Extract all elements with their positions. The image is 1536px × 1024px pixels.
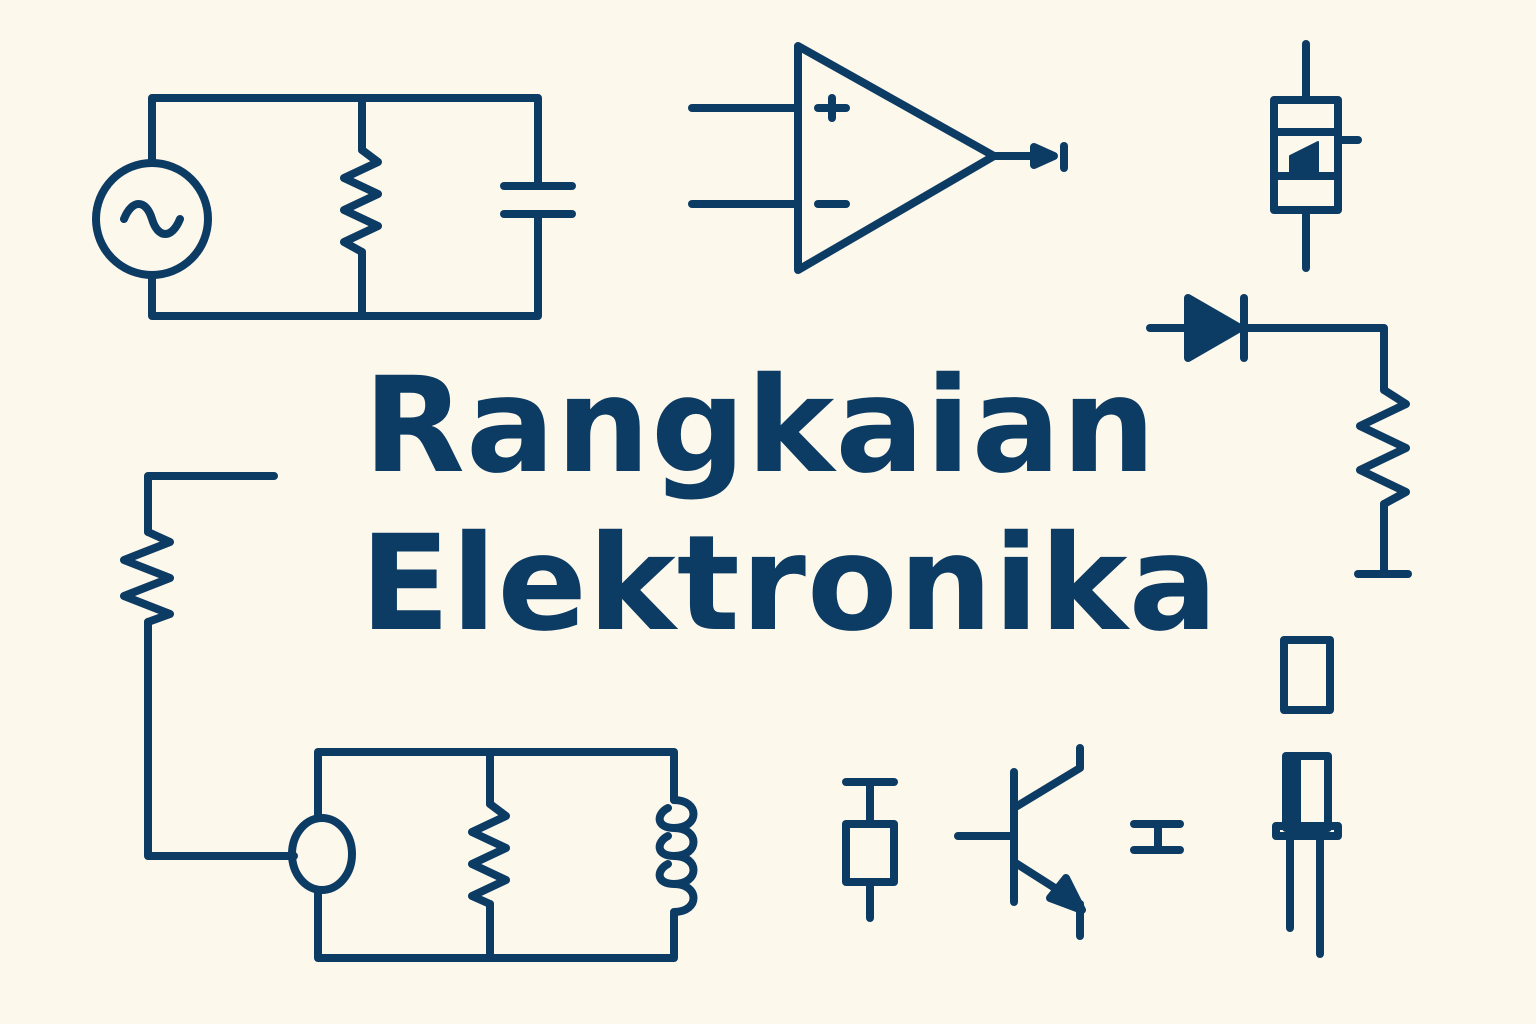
- ac-source-rc-circuit-icon: [92, 94, 576, 320]
- title-block: Rangkaian Elektronika: [360, 349, 1219, 661]
- electrolytic-capacitor-icon: [1272, 636, 1342, 958]
- diode-resistor-ground-icon: [1146, 294, 1412, 578]
- page-title-line-2: Elektronika: [360, 507, 1219, 661]
- fuse-symbol-icon: [842, 778, 898, 922]
- source-resistor-inductor-circuit-icon: [288, 748, 698, 962]
- page-title-line-1: Rangkaian: [363, 349, 1157, 503]
- op-amp-icon: [688, 42, 1068, 274]
- npn-transistor-icon: [954, 744, 1086, 940]
- capacitor-small-icon: [1130, 820, 1184, 854]
- component-symbol-icon: [1270, 40, 1362, 272]
- resistor-wire-icon: [120, 472, 298, 860]
